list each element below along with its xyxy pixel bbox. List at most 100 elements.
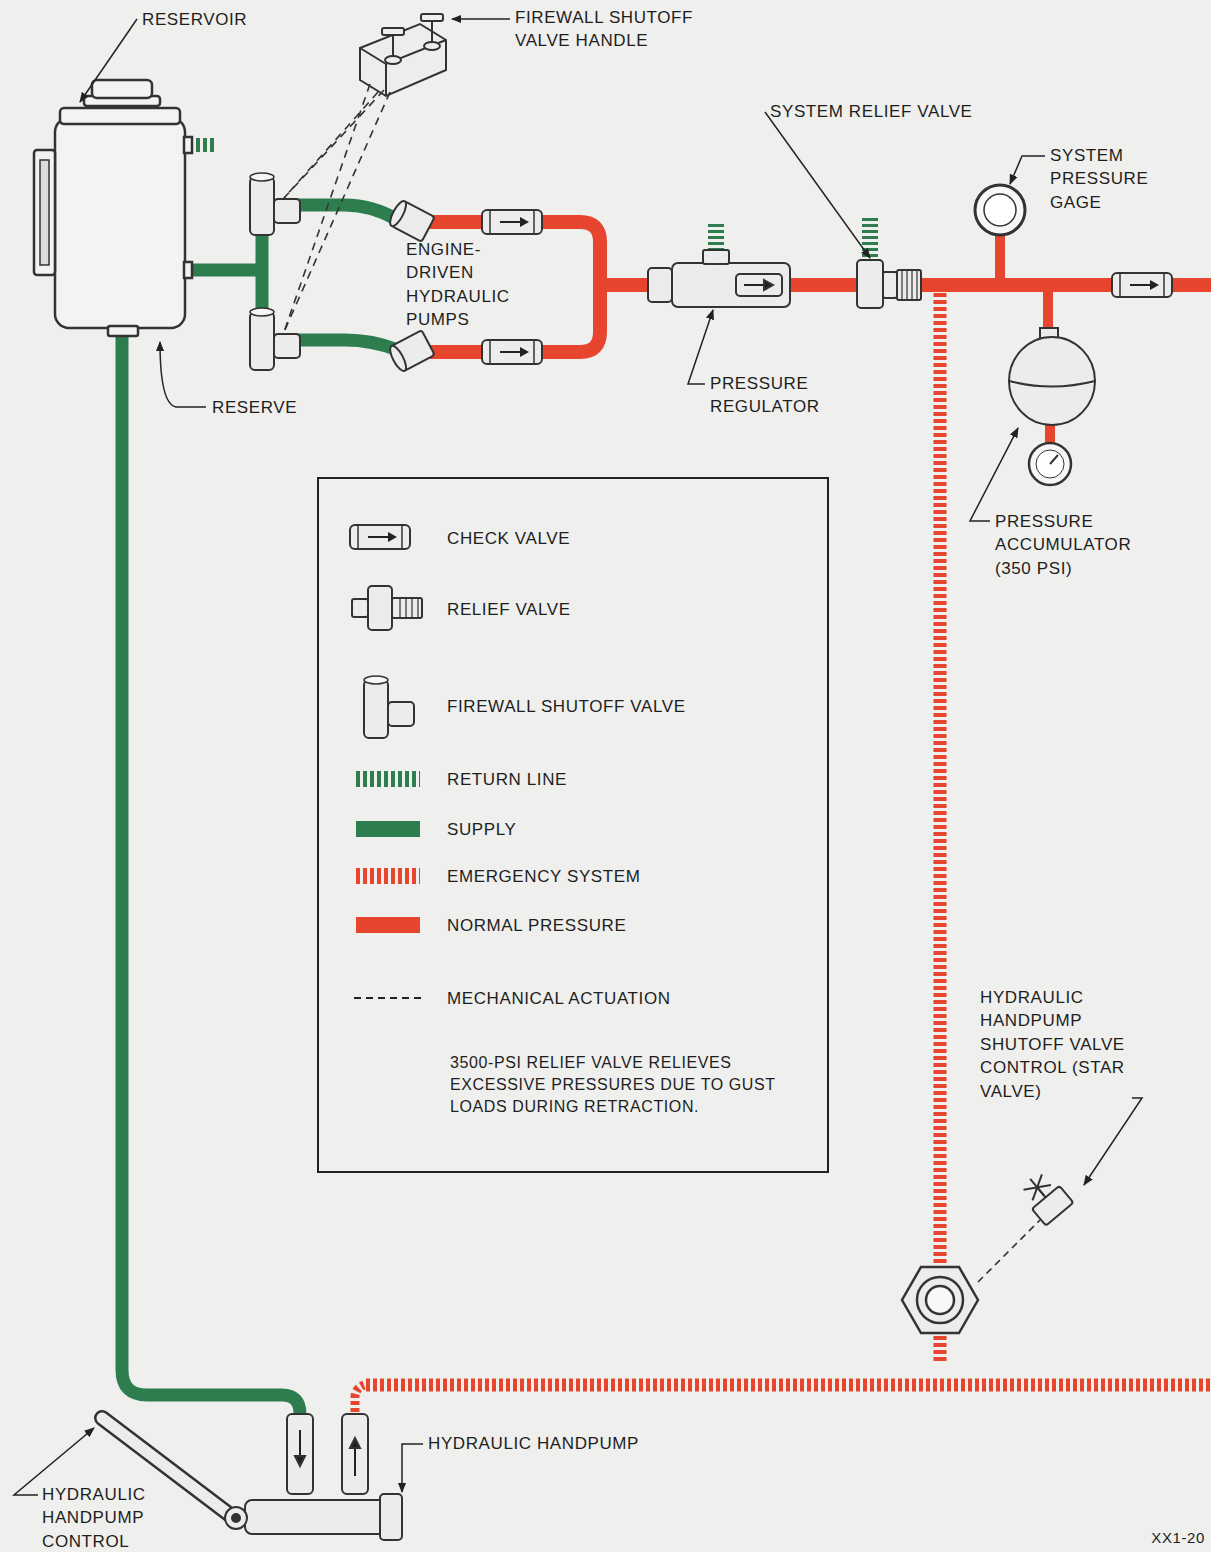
mechanical-actuation (284, 84, 370, 332)
reservoir-band (60, 108, 180, 124)
reservoir (34, 80, 192, 336)
system-relief-valve (857, 260, 921, 308)
leader-line (688, 310, 713, 384)
mechanical-actuation (284, 92, 378, 198)
mechanical-actuation (284, 84, 390, 332)
legend-emergency-line (356, 868, 420, 884)
regulator-body (672, 263, 790, 307)
emergency-line (934, 293, 947, 1265)
pump-cylinder (287, 1414, 313, 1494)
gage-face (984, 194, 1016, 226)
legend-swatch (356, 821, 420, 837)
accumulator-seam (1009, 381, 1095, 387)
legend-text: EMERGENCY SYSTEM (447, 865, 807, 888)
pressure-line (600, 278, 652, 292)
flow-arrow (350, 1438, 360, 1448)
relief-body (857, 260, 883, 308)
legend-mechanical-actuation (354, 997, 426, 999)
legend-text: SUPPLY (447, 818, 807, 841)
relief-thread (392, 598, 422, 618)
legend-box (318, 478, 828, 1172)
relief-port (883, 272, 897, 298)
leader-line (970, 428, 1018, 521)
relief-body (368, 586, 392, 630)
supply-line (185, 264, 262, 277)
leader-line (160, 342, 206, 407)
star-handle (1021, 1171, 1054, 1203)
handle-box (360, 40, 446, 64)
legend-text: MECHANICAL ACTUATION (447, 987, 807, 1010)
firewall-shutoff-valve (250, 308, 300, 370)
leader-line (14, 19, 1142, 1495)
pump-body (245, 1500, 395, 1534)
firewall-shutoff-valve (250, 173, 300, 235)
supply-line (122, 330, 300, 1414)
pump-fitting (387, 199, 409, 228)
valve-ring (926, 1286, 954, 1314)
regulator-port (703, 250, 729, 264)
firewall-valve-handle (360, 14, 446, 96)
t-handle (382, 28, 404, 35)
emergency-line (934, 1336, 947, 1362)
valve-ring (917, 1277, 963, 1323)
pressure-line (788, 278, 858, 292)
return-line (708, 224, 724, 252)
accumulator-gage (1036, 450, 1064, 478)
handpump-shutoff-valve (902, 1267, 978, 1333)
t-handle (392, 34, 394, 58)
part-label: SYSTEM RELIEF VALVE (770, 100, 1030, 123)
pump-cylinder (342, 1414, 368, 1494)
reservoir-body (55, 118, 185, 328)
part-label: XX1-20 (1115, 1528, 1205, 1549)
legend-text: FIREWALL SHUTOFF VALVE (447, 695, 807, 718)
flow-arrow (295, 1456, 305, 1466)
legend-text: NORMAL PRESSURE (447, 914, 807, 937)
part-label: HYDRAULIC HANDPUMP CONTROL (42, 1483, 174, 1552)
t-handle (431, 20, 433, 44)
legend-text: RETURN LINE (447, 768, 807, 791)
legend-text: CHECK VALVE (447, 527, 807, 550)
return-line (862, 218, 878, 260)
handle-pivot (225, 1507, 247, 1529)
part-label: ENGINE-DRIVEN HYDRAULIC PUMPS (406, 238, 528, 332)
leader-line (402, 1444, 423, 1492)
regulator-check (736, 274, 782, 296)
part-label: HYDRAULIC HANDPUMP SHUTOFF VALVE CONTROL… (980, 986, 1152, 1103)
check-valve (482, 210, 542, 234)
t-handle (385, 56, 401, 64)
part-label: RESERVE (212, 396, 332, 419)
fitting (184, 262, 192, 278)
sight-gauge (34, 150, 55, 275)
part-label: SYSTEM PRESSURE GAGE (1050, 144, 1180, 214)
part-label: PRESSURE ACCUMULATOR (350 PSI) (995, 510, 1155, 580)
pump-end (380, 1494, 402, 1540)
pressure-line (430, 222, 1211, 446)
leader-line (14, 1428, 94, 1495)
pressure-accumulator (1009, 328, 1095, 485)
hydraulic-handpump (102, 1414, 402, 1540)
return-line (196, 138, 216, 152)
legend-swatch (356, 917, 420, 933)
flow-arrow (354, 1446, 356, 1476)
pump-fitting (387, 344, 409, 373)
return-line (196, 145, 870, 260)
flow-arrow (299, 1430, 301, 1458)
star-valve-control (1016, 1167, 1073, 1225)
t-handle (421, 14, 443, 21)
t-handle (424, 42, 440, 50)
supply-line (290, 205, 398, 220)
reserve-fitting (108, 326, 138, 336)
gage-ring (975, 185, 1025, 235)
supply-line (290, 340, 398, 350)
leader-line (1084, 1098, 1142, 1185)
regulator-cap (648, 268, 672, 302)
handle-pivot (232, 1514, 240, 1522)
leader-line (1010, 156, 1045, 184)
legend-firewall-valve (364, 676, 414, 738)
relief-thread (400, 598, 418, 618)
legend-return-line (356, 771, 420, 787)
relief-thread (897, 270, 921, 300)
part-label: RESERVOIR (142, 8, 302, 31)
part-label: FIREWALL SHUTOFF VALVE HANDLE (515, 6, 730, 53)
